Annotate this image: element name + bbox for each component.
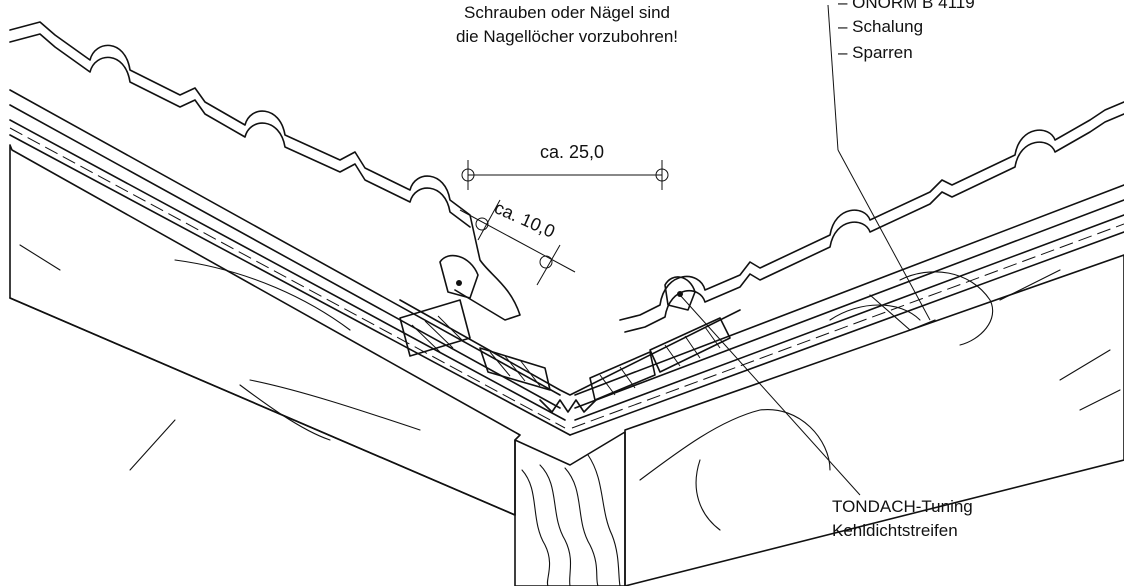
dimension-diagonal-label: ca. 10,0 [491,197,558,241]
left-roof-tiles [9,21,521,321]
note-bottom-right-line2: Kehldichtstreifen [832,521,958,540]
note-top-right-line3: – Sparren [838,43,913,62]
valley-end-grain [514,431,626,586]
note-top-right-line2: – Schalung [838,17,923,36]
dimension-horizontal: ca. 25,0 [461,142,669,190]
wood-grain [19,244,1121,531]
note-bottom-right-line1: TONDACH-Tuning [832,497,973,516]
valley-gutter [399,299,741,413]
note-top-center-line1: Schrauben oder Nägel sind [464,3,670,22]
left-sheathing-layers [9,89,571,436]
dimension-horizontal-label: ca. 25,0 [540,142,604,162]
leader-lines [679,4,931,496]
right-sheathing-layers [569,184,1124,436]
right-roof-tiles [619,101,1124,333]
note-top-center-line2: die Nagellöcher vorzubohren! [456,27,678,46]
battens [399,299,731,401]
note-top-right-line1: – ÖNORM B 4119 [838,0,975,12]
